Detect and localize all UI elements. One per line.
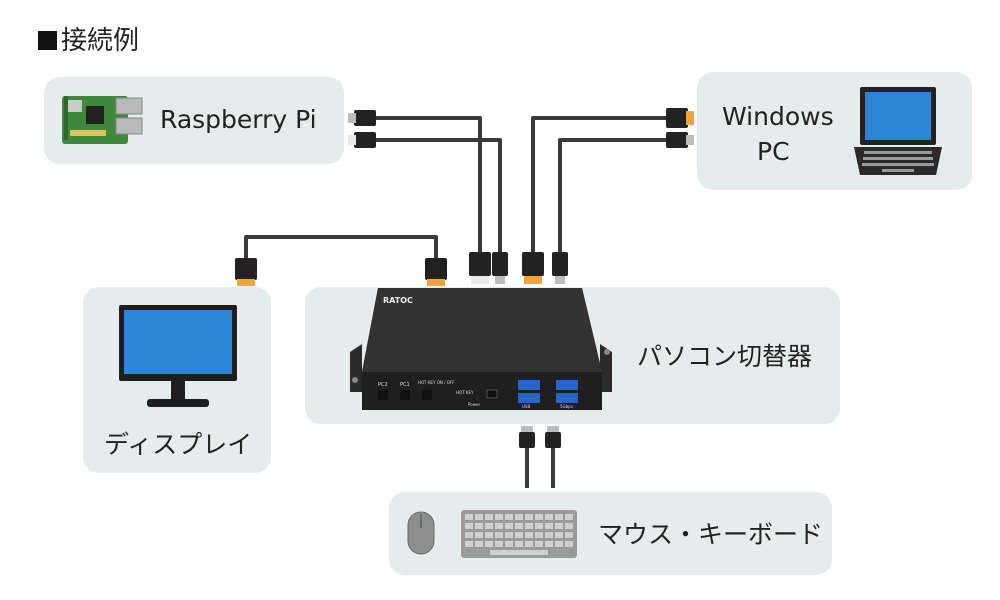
windows-pc-label-line2: PC bbox=[757, 137, 790, 166]
svg-text:HOT KEY: HOT KEY bbox=[456, 390, 474, 395]
svg-text:5Gbps: 5Gbps bbox=[560, 404, 573, 409]
keyboard-icon bbox=[461, 510, 577, 558]
kbm-usb-heads bbox=[519, 426, 561, 448]
rpi-hdmi-cable bbox=[372, 116, 482, 255]
svg-text:Power: Power bbox=[468, 402, 480, 407]
laptop-icon bbox=[854, 87, 942, 175]
svg-text:USB: USB bbox=[522, 404, 530, 409]
svg-text:PC1: PC1 bbox=[400, 382, 410, 388]
svg-text:HOT KEY ON / OFF: HOT KEY ON / OFF bbox=[418, 380, 455, 385]
monitor-icon bbox=[119, 305, 237, 407]
kvm-switch-device: RATOC PC2 PC1 HOT KEY ON / OFF HOT KEY P… bbox=[350, 288, 612, 410]
pc-usb-cable bbox=[558, 138, 673, 255]
display-label: ディスプレイ bbox=[104, 430, 253, 459]
pc-hdmi-cable bbox=[531, 116, 673, 255]
svg-text:PC2: PC2 bbox=[378, 382, 388, 388]
raspberry-pi-label: Raspberry Pi bbox=[160, 105, 317, 134]
raspberry-pi-board-icon bbox=[62, 96, 143, 144]
pc-connectors bbox=[666, 108, 694, 148]
windows-pc-label-line1: Windows bbox=[722, 102, 834, 131]
rpi-connectors bbox=[348, 110, 376, 148]
switcher-label: パソコン切替器 bbox=[637, 342, 813, 371]
display-hdmi-heads bbox=[235, 258, 447, 286]
square-bullet-icon bbox=[38, 31, 57, 50]
mouse-icon bbox=[407, 511, 435, 555]
diagram-title: 接続例 bbox=[38, 20, 139, 57]
switch-top-connectors bbox=[469, 252, 568, 284]
mouse-keyboard-label: マウス・キーボード bbox=[598, 520, 824, 549]
rpi-usb-cable bbox=[372, 138, 502, 255]
display-hdmi-cable bbox=[244, 235, 438, 262]
device-brand: RATOC bbox=[383, 296, 413, 305]
